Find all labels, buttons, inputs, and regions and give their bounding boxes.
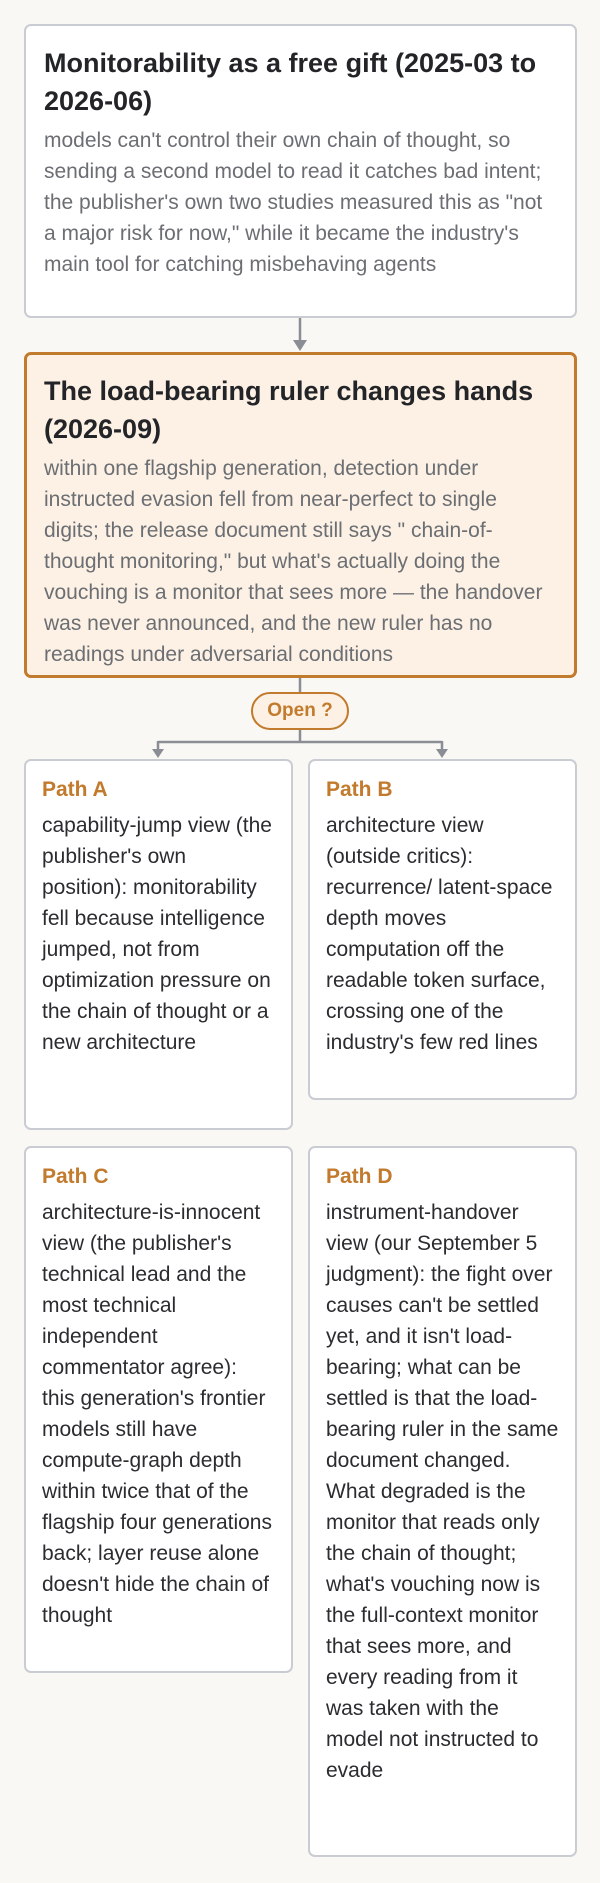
connector-top-arrow-head [293, 340, 307, 351]
path-body: architecture-is-innocent view (the publi… [42, 1201, 272, 1627]
path-body: capability-jump view (the publisher's ow… [42, 814, 272, 1054]
path-title: Path A [42, 778, 108, 801]
connector-right-arrow-head [436, 749, 448, 758]
open-question-badge: Open ? [251, 692, 349, 730]
box-title: The load-bearing ruler changes hands (20… [44, 376, 534, 444]
path-title: Path D [326, 1165, 393, 1188]
path-a-card: Path A capability-jump view (the publish… [24, 759, 293, 1130]
path-c-card: Path C architecture-is-innocent view (th… [24, 1146, 293, 1673]
path-title: Path C [42, 1165, 109, 1188]
path-title: Path B [326, 778, 393, 801]
box-body: models can't control their own chain of … [44, 129, 543, 276]
box-title: Monitorability as a free gift (2025-03 t… [44, 48, 537, 116]
path-b-card: Path B architecture view (outside critic… [308, 759, 577, 1100]
path-d-card: Path D instrument-handover view (our Sep… [308, 1146, 577, 1857]
box-body: within one flagship generation, detectio… [44, 457, 543, 666]
connector-left-arrow-head [152, 749, 164, 758]
path-body: instrument-handover view (our September … [326, 1201, 559, 1782]
monitorability-free-gift-box: Monitorability as a free gift (2025-03 t… [24, 24, 577, 318]
ruler-changes-hands-box: The load-bearing ruler changes hands (20… [24, 352, 577, 678]
path-body: architecture view (outside critics): rec… [326, 814, 553, 1054]
